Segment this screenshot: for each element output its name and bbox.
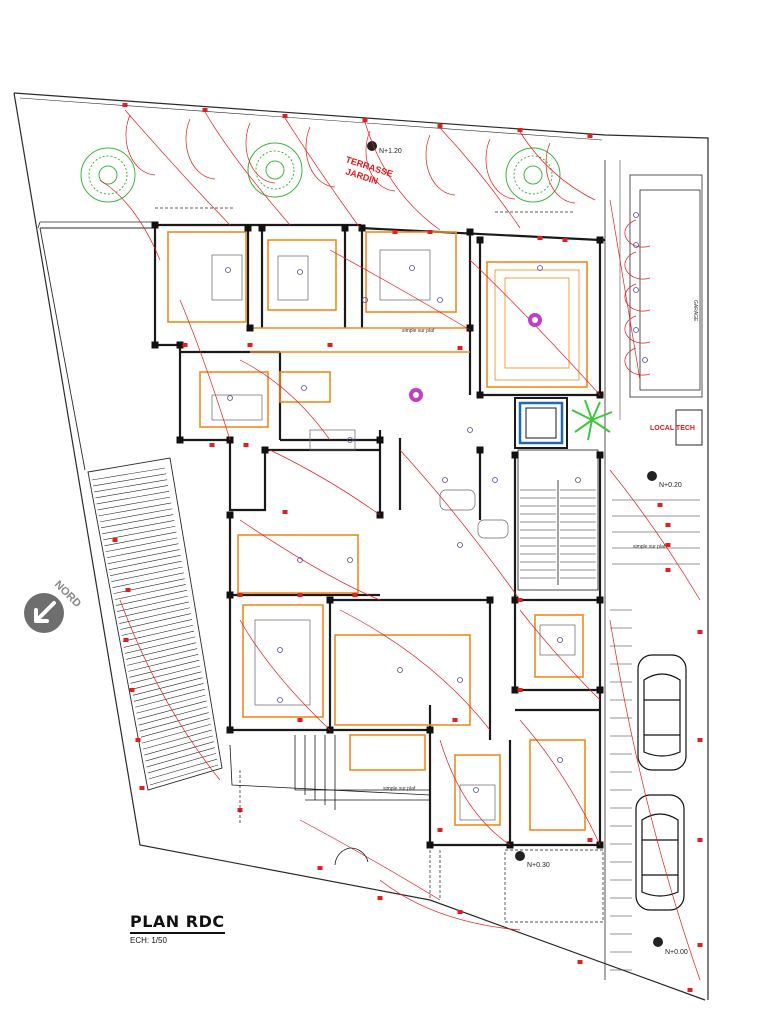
elevator	[514, 397, 568, 449]
plan-title-block: PLAN RDC ECH: 1/50	[130, 912, 225, 945]
garage-label: GARAGE	[692, 300, 698, 322]
svg-text:N+0.00: N+0.00	[665, 949, 688, 956]
north-arrow-icon	[24, 593, 64, 633]
left-ramp	[39, 227, 223, 791]
ceiling-light-icon	[528, 313, 542, 327]
gate-icon	[334, 847, 369, 866]
ceiling-outlines	[167, 231, 588, 831]
car-icon	[635, 794, 685, 911]
parking-area	[604, 160, 703, 980]
level-marker: N+0.00	[653, 937, 688, 956]
staircase	[517, 449, 599, 591]
garden-area	[37, 207, 575, 229]
plant-icon	[571, 399, 613, 441]
electrical-circuits	[99, 109, 701, 981]
light-points	[225, 212, 648, 793]
note-text: simple sur plaf	[402, 328, 435, 334]
car-icon	[637, 654, 687, 771]
note-text: simple sur plaf	[383, 786, 416, 792]
local-tech-room	[675, 409, 703, 446]
building-walls	[153, 223, 605, 847]
outdoor-dashed-areas	[239, 770, 604, 923]
level-marker: N+0.30	[515, 851, 550, 869]
tree-icon	[505, 147, 561, 203]
entrance-steps	[229, 735, 431, 810]
local-tech-label: LOCAL TECH	[650, 425, 695, 432]
ramp-hatching	[91, 467, 219, 786]
room-details	[211, 249, 576, 821]
ceiling-light-icon	[409, 388, 423, 402]
stair-steps	[520, 489, 596, 579]
tree-icon	[80, 147, 136, 203]
svg-text:N+1.20: N+1.20	[379, 148, 402, 155]
plan-title: PLAN RDC	[130, 912, 225, 934]
note-text: simple sur plaf	[633, 544, 666, 550]
tree-icon	[247, 142, 303, 198]
svg-text:N+0.20: N+0.20	[659, 482, 682, 489]
electrical-outlets	[112, 103, 703, 992]
level-marker: N+0.20	[647, 471, 682, 489]
svg-text:N+0.30: N+0.30	[527, 862, 550, 869]
plan-scale: ECH: 1/50	[130, 936, 167, 945]
plot-boundary	[13, 92, 709, 1001]
